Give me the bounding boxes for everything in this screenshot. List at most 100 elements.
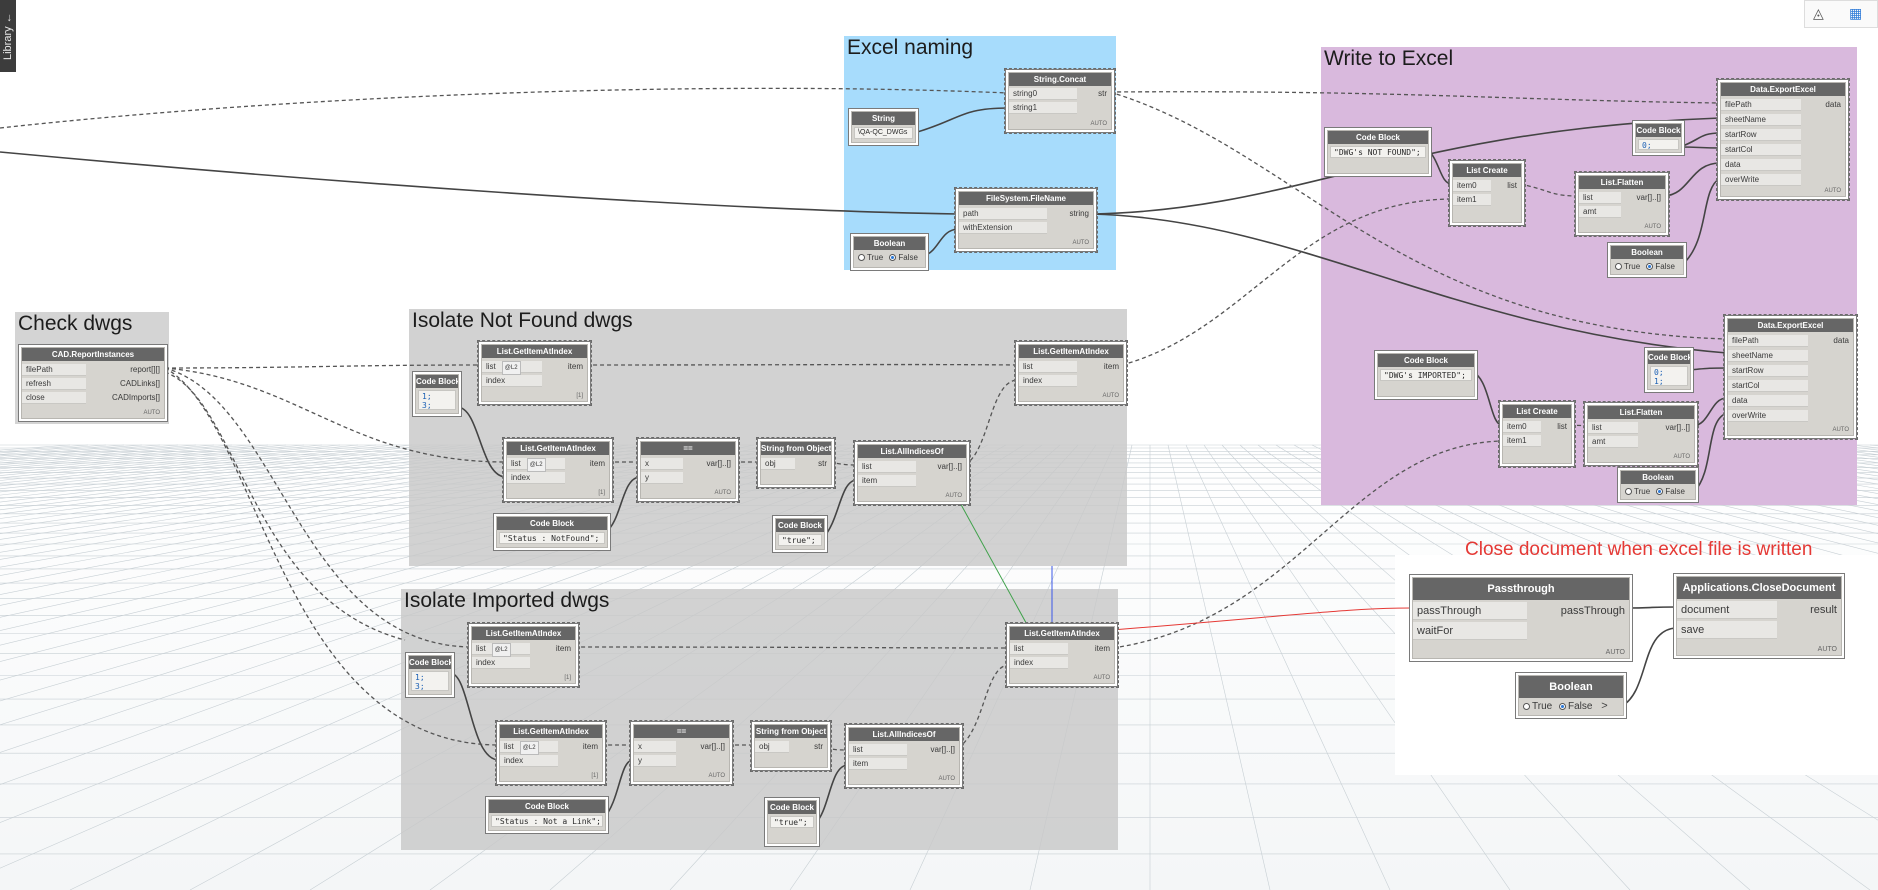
radio-false[interactable] [1656, 488, 1664, 496]
port-x[interactable]: x [634, 741, 676, 753]
port-overwrite[interactable]: overWrite [1721, 174, 1801, 186]
code-editor[interactable]: 0;1; [1650, 366, 1688, 386]
node-nf-code-true[interactable]: Code Block "true"; [775, 518, 825, 550]
port-passthrough-out[interactable]: passThrough [1560, 605, 1625, 617]
node-we-boolean-2[interactable]: Boolean True False [1620, 470, 1696, 500]
node-passthrough[interactable]: Passthrough passThrough waitFor passThro… [1412, 577, 1630, 659]
code-editor[interactable]: "true"; [778, 534, 822, 546]
port-list[interactable]: list@L2 [472, 643, 530, 657]
node-im-allindicesof[interactable]: List.AllIndicesOf list item var[]..[] AU… [844, 723, 964, 789]
node-nf-getitematindex-2[interactable]: List.GetItemAtIndex list@L2 index item [… [502, 437, 614, 503]
radio-true[interactable] [1615, 263, 1622, 271]
port-list[interactable]: list@L2 [500, 741, 558, 755]
port-var[interactable]: var[]..[] [1636, 193, 1661, 202]
node-im-equals[interactable]: == x y var[]..[] AUTO [629, 720, 734, 786]
graph-view-icon[interactable]: ▦ [1849, 5, 1863, 21]
node-string-input[interactable]: String \QA-QC_DWGs [851, 111, 916, 143]
radio-false[interactable] [1558, 702, 1566, 710]
node-we-code-zero[interactable]: Code Block 0; [1635, 123, 1682, 153]
port-var[interactable]: var[]..[] [1665, 423, 1690, 432]
port-passthrough-in[interactable]: passThrough [1413, 602, 1527, 620]
port-sheetname[interactable]: sheetName [1721, 114, 1801, 126]
code-editor[interactable]: "DWG's NOT FOUND"; [1330, 146, 1426, 158]
node-im-code-block-indices[interactable]: Code Block 1;3; [408, 655, 452, 695]
radio-true[interactable] [1523, 702, 1530, 710]
port-item[interactable]: item [582, 742, 598, 751]
boolean-toggle[interactable]: True False [1625, 487, 1685, 496]
port-filepath[interactable]: filePath [1721, 99, 1801, 111]
radio-true[interactable] [1625, 488, 1632, 496]
port-startrow[interactable]: startRow [1728, 365, 1808, 377]
port-item1[interactable]: item1 [1503, 435, 1541, 447]
port-document[interactable]: document [1677, 601, 1777, 619]
code-editor[interactable]: "true"; [770, 816, 814, 828]
node-im-getitematindex-1[interactable]: List.GetItemAtIndex list@L2 index item [… [467, 622, 580, 688]
port-save[interactable]: save [1677, 621, 1777, 639]
code-editor[interactable]: "Status : NotFound"; [499, 532, 605, 544]
port-obj[interactable]: obj [755, 741, 789, 753]
port-filepath[interactable]: filePath [1728, 335, 1808, 347]
node-nf-getitematindex-3[interactable]: List.GetItemAtIndex list index item AUTO [1014, 340, 1128, 406]
port-item[interactable]: item [555, 644, 571, 653]
port-list[interactable]: list [849, 744, 907, 756]
node-nf-getitematindex-1[interactable]: List.GetItemAtIndex list@L2 index item [… [477, 340, 592, 406]
port-item[interactable]: item [567, 362, 583, 371]
port-path[interactable]: path [959, 208, 1047, 220]
node-we-data-exportexcel-2[interactable]: Data.ExportExcel filePath sheetName star… [1723, 314, 1858, 440]
port-list[interactable]: list [1557, 422, 1567, 431]
node-nf-code-block-indices[interactable]: Code Block 1;3; [415, 374, 459, 414]
port-startrow[interactable]: startRow [1721, 129, 1801, 141]
node-im-code-true[interactable]: Code Block "true"; [767, 800, 817, 844]
port-list[interactable]: list [1579, 192, 1621, 204]
port-item[interactable]: item [849, 758, 907, 770]
node-cad-reportinstances[interactable]: CAD.ReportInstances filePath refresh clo… [21, 347, 165, 419]
node-we-list-flatten-2[interactable]: List.Flatten list amt var[]..[] AUTO [1583, 401, 1699, 467]
node-we-boolean-1[interactable]: Boolean True False [1610, 245, 1684, 275]
node-we-code-imported[interactable]: Code Block "DWG's IMPORTED"; [1377, 353, 1475, 397]
boolean-toggle[interactable]: True False > [1523, 700, 1608, 712]
node-im-getitematindex-2[interactable]: List.GetItemAtIndex list@L2 index item [… [495, 720, 607, 786]
node-close-boolean[interactable]: Boolean True False > [1518, 675, 1624, 716]
3d-view-icon[interactable]: ◬ [1813, 5, 1824, 21]
port-list[interactable]: list [1588, 422, 1638, 434]
port-var[interactable]: var[]..[] [700, 742, 725, 751]
node-applications-closedocument[interactable]: Applications.CloseDocument document save… [1676, 576, 1842, 656]
port-x[interactable]: x [641, 458, 683, 470]
port-item[interactable]: item [1094, 644, 1110, 653]
port-index[interactable]: index [482, 375, 542, 387]
port-var[interactable]: var[]..[] [930, 745, 955, 754]
port-string0[interactable]: string0 [1009, 88, 1077, 100]
port-report[interactable]: report[][] [130, 365, 160, 374]
port-filepath[interactable]: filePath [22, 364, 86, 376]
node-we-code-zero-one[interactable]: Code Block 0;1; [1647, 350, 1691, 390]
node-we-code-not-found[interactable]: Code Block "DWG's NOT FOUND"; [1327, 130, 1429, 174]
code-editor[interactable]: 0; [1638, 139, 1679, 150]
port-index[interactable]: index [472, 657, 530, 669]
port-close[interactable]: close [22, 392, 86, 404]
port-list[interactable]: list [858, 461, 916, 473]
port-str[interactable]: str [1098, 89, 1107, 98]
port-data[interactable]: data [1728, 395, 1808, 407]
port-result[interactable]: result [1810, 604, 1837, 616]
port-item[interactable]: item [589, 459, 605, 468]
port-startcol[interactable]: startCol [1728, 380, 1808, 392]
port-cadimports[interactable]: CADImports[] [111, 393, 160, 402]
port-list[interactable]: list [1507, 181, 1517, 190]
node-nf-equals[interactable]: == x y var[]..[] AUTO [636, 437, 740, 503]
node-boolean-extension[interactable]: Boolean True False [853, 236, 926, 268]
node-nf-string-from-object[interactable]: String from Object obj str [756, 437, 836, 489]
code-editor[interactable]: 1;3; [418, 390, 456, 410]
port-list[interactable]: list [1010, 643, 1068, 655]
boolean-toggle[interactable]: True False [858, 253, 918, 262]
node-im-string-from-object[interactable]: String from Object obj str [750, 720, 832, 772]
port-data-out[interactable]: data [1833, 336, 1849, 345]
node-im-code-status[interactable]: Code Block "Status : Not a Link"; [488, 799, 606, 831]
port-string[interactable]: string [1069, 209, 1089, 218]
node-we-list-flatten-1[interactable]: List.Flatten list amt var[]..[] AUTO [1574, 171, 1670, 237]
port-index[interactable]: index [1019, 375, 1077, 387]
port-obj[interactable]: obj [761, 458, 795, 470]
port-var[interactable]: var[]..[] [937, 462, 962, 471]
port-sheetname[interactable]: sheetName [1728, 350, 1808, 362]
port-cadlinks[interactable]: CADLinks[] [119, 379, 160, 388]
